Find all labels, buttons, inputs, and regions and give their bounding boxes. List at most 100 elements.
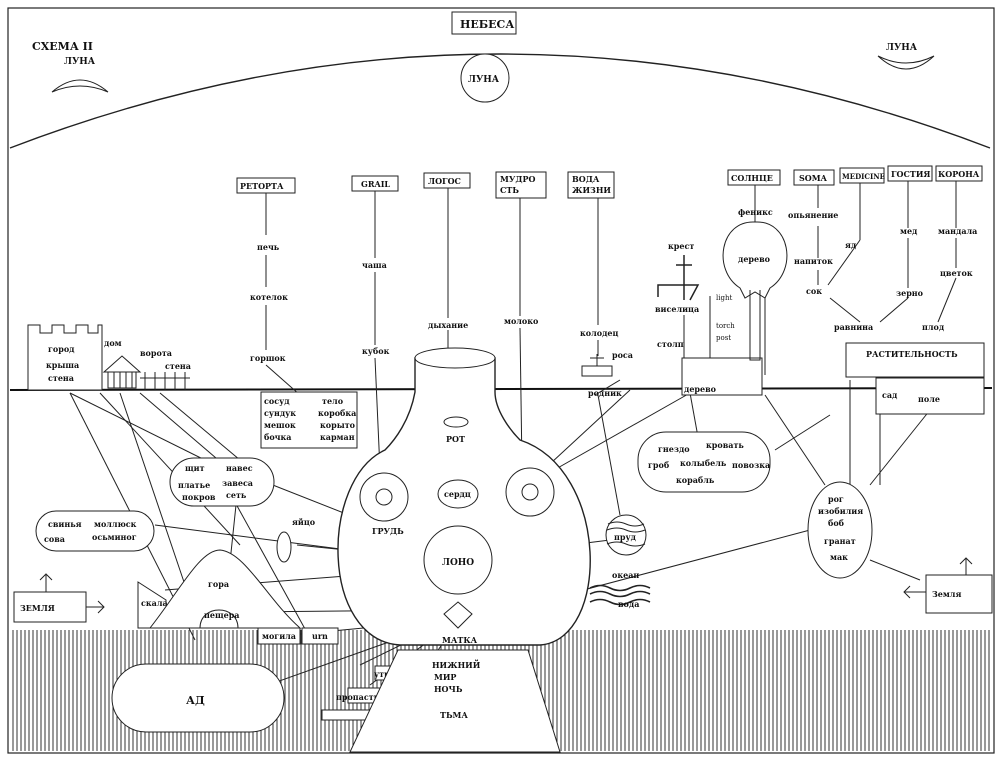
ng-crib: повозка: [732, 460, 770, 470]
uw-night: НОЧЬ: [434, 684, 463, 694]
host-plain: равнина: [834, 322, 873, 332]
pig-group-box: [35, 510, 155, 552]
mountain-label: гора: [208, 579, 229, 589]
grail-goblet: кубок: [362, 346, 390, 356]
hg-bean: боб: [828, 518, 845, 528]
cave-icon: [199, 609, 239, 629]
city-city: город: [48, 344, 75, 354]
box-wisdom-1: МУДРО: [500, 174, 535, 184]
urn-label: urn: [312, 631, 328, 641]
box-logos: ЛОГОС: [428, 176, 461, 186]
horn-group-box: [807, 481, 873, 579]
soma-drink: напиток: [794, 256, 833, 266]
cont-barrel: бочка: [264, 432, 292, 442]
pond-waves-icon: [606, 521, 646, 547]
cont-sack: мешок: [264, 420, 296, 430]
sun-tree-trunk: [749, 290, 761, 361]
box-host: ГОСТИЯ: [891, 169, 930, 179]
cont-vessel: сосуд: [264, 396, 290, 406]
hg-abundance: изобилия: [818, 506, 863, 516]
pg-mollusk: моллюск: [94, 519, 137, 529]
pg-owl: сова: [44, 534, 65, 544]
containers-box: [260, 391, 358, 449]
house-icon: [102, 355, 142, 389]
sg-dress: платье: [178, 480, 210, 490]
city-gate: ворота: [140, 348, 172, 358]
heart-icon: [437, 479, 479, 509]
earth-right-box: [925, 574, 993, 614]
earth-left-arrows-icon: [39, 573, 105, 614]
ng-bed: кровать: [706, 440, 744, 450]
vessel-mouth: [414, 347, 496, 369]
hg-horn: рог: [828, 494, 844, 504]
hg-pomegranate: гранат: [824, 536, 856, 546]
garden-box: [875, 377, 985, 415]
water-well: колодец: [580, 328, 619, 338]
ng-nest: гнездо: [658, 444, 690, 454]
ng-coffin: гроб: [648, 460, 670, 470]
soma-poison: яд: [845, 240, 857, 250]
hg-poppy: мак: [830, 552, 848, 562]
breast-right-nipple: [521, 483, 539, 501]
cont-pocket: карман: [320, 432, 355, 442]
moon-center-label: ЛУНА: [468, 75, 500, 85]
rock-label: скала: [141, 598, 168, 608]
city-tower-icon: [27, 324, 103, 391]
uterus-label: МАТКА: [442, 635, 478, 645]
cont-box: коробка: [318, 408, 356, 418]
breast-left-nipple: [375, 488, 393, 506]
earth-right-arrows-icon: [903, 557, 973, 599]
sun-tree-label: дерево: [738, 254, 771, 264]
crown-fruit: плод: [922, 322, 945, 332]
city-wall: стена: [48, 373, 74, 383]
pg-pig: свинья: [48, 519, 82, 529]
field-label: поле: [918, 394, 940, 404]
uw-darkness: ТЬМА: [440, 710, 468, 720]
host-grain: зерно: [896, 288, 924, 298]
moon-center-circle: [460, 53, 510, 103]
moon-left-label: ЛУНА: [64, 57, 96, 67]
pond-circle: [605, 514, 647, 556]
box-grail: GRAIL: [361, 179, 390, 189]
sg-cover: покров: [182, 492, 216, 502]
well-icon: [581, 354, 613, 377]
breast-label: ГРУДЬ: [372, 526, 404, 536]
pond-label: пруд: [614, 532, 637, 542]
egg-icon: [276, 531, 292, 563]
uw-lower-2: МИР: [434, 672, 456, 682]
hell-label: АД: [186, 694, 205, 707]
hell-box: [111, 663, 285, 733]
grave-box: [257, 627, 301, 645]
earth-left-label: ЗЕМЛЯ: [20, 603, 55, 613]
box-water-1: ВОДА: [572, 174, 600, 184]
sg-canopy: навес: [226, 463, 253, 473]
torch-label: torch: [716, 322, 735, 330]
fence-icon: [140, 372, 190, 390]
box-soma: SOMA: [799, 173, 828, 183]
cont-body: тело: [322, 396, 344, 406]
ng-ship: корабль: [676, 475, 715, 485]
ground-line: [9, 387, 993, 391]
cross-label: крест: [668, 241, 694, 251]
wisdom-milk: молоко: [504, 316, 539, 326]
ocean-waves-icon: [589, 584, 651, 606]
womb-circle: [423, 525, 493, 595]
grave-label: могила: [262, 631, 296, 641]
grail-cup: чаша: [362, 260, 387, 270]
shield-group-box: [169, 457, 275, 507]
heaven-box: [451, 11, 517, 35]
moon-right-icon: [877, 55, 935, 70]
uw-lower-1: НИЖНИЙ: [432, 660, 481, 670]
underworld-pyramid: [349, 649, 561, 753]
ocean-label: океан: [612, 570, 639, 580]
sun-tree-crown: [722, 221, 788, 299]
box-wisdom-2: СТЬ: [500, 185, 519, 195]
sg-net: сеть: [226, 490, 247, 500]
water-label: вода: [618, 599, 639, 609]
cross-icon: [657, 255, 700, 301]
sky-arc: [9, 53, 991, 149]
heaven-label: НЕБЕСА: [460, 18, 514, 31]
uterus-diamond: [443, 601, 473, 629]
cave-label: пещера: [204, 610, 239, 620]
